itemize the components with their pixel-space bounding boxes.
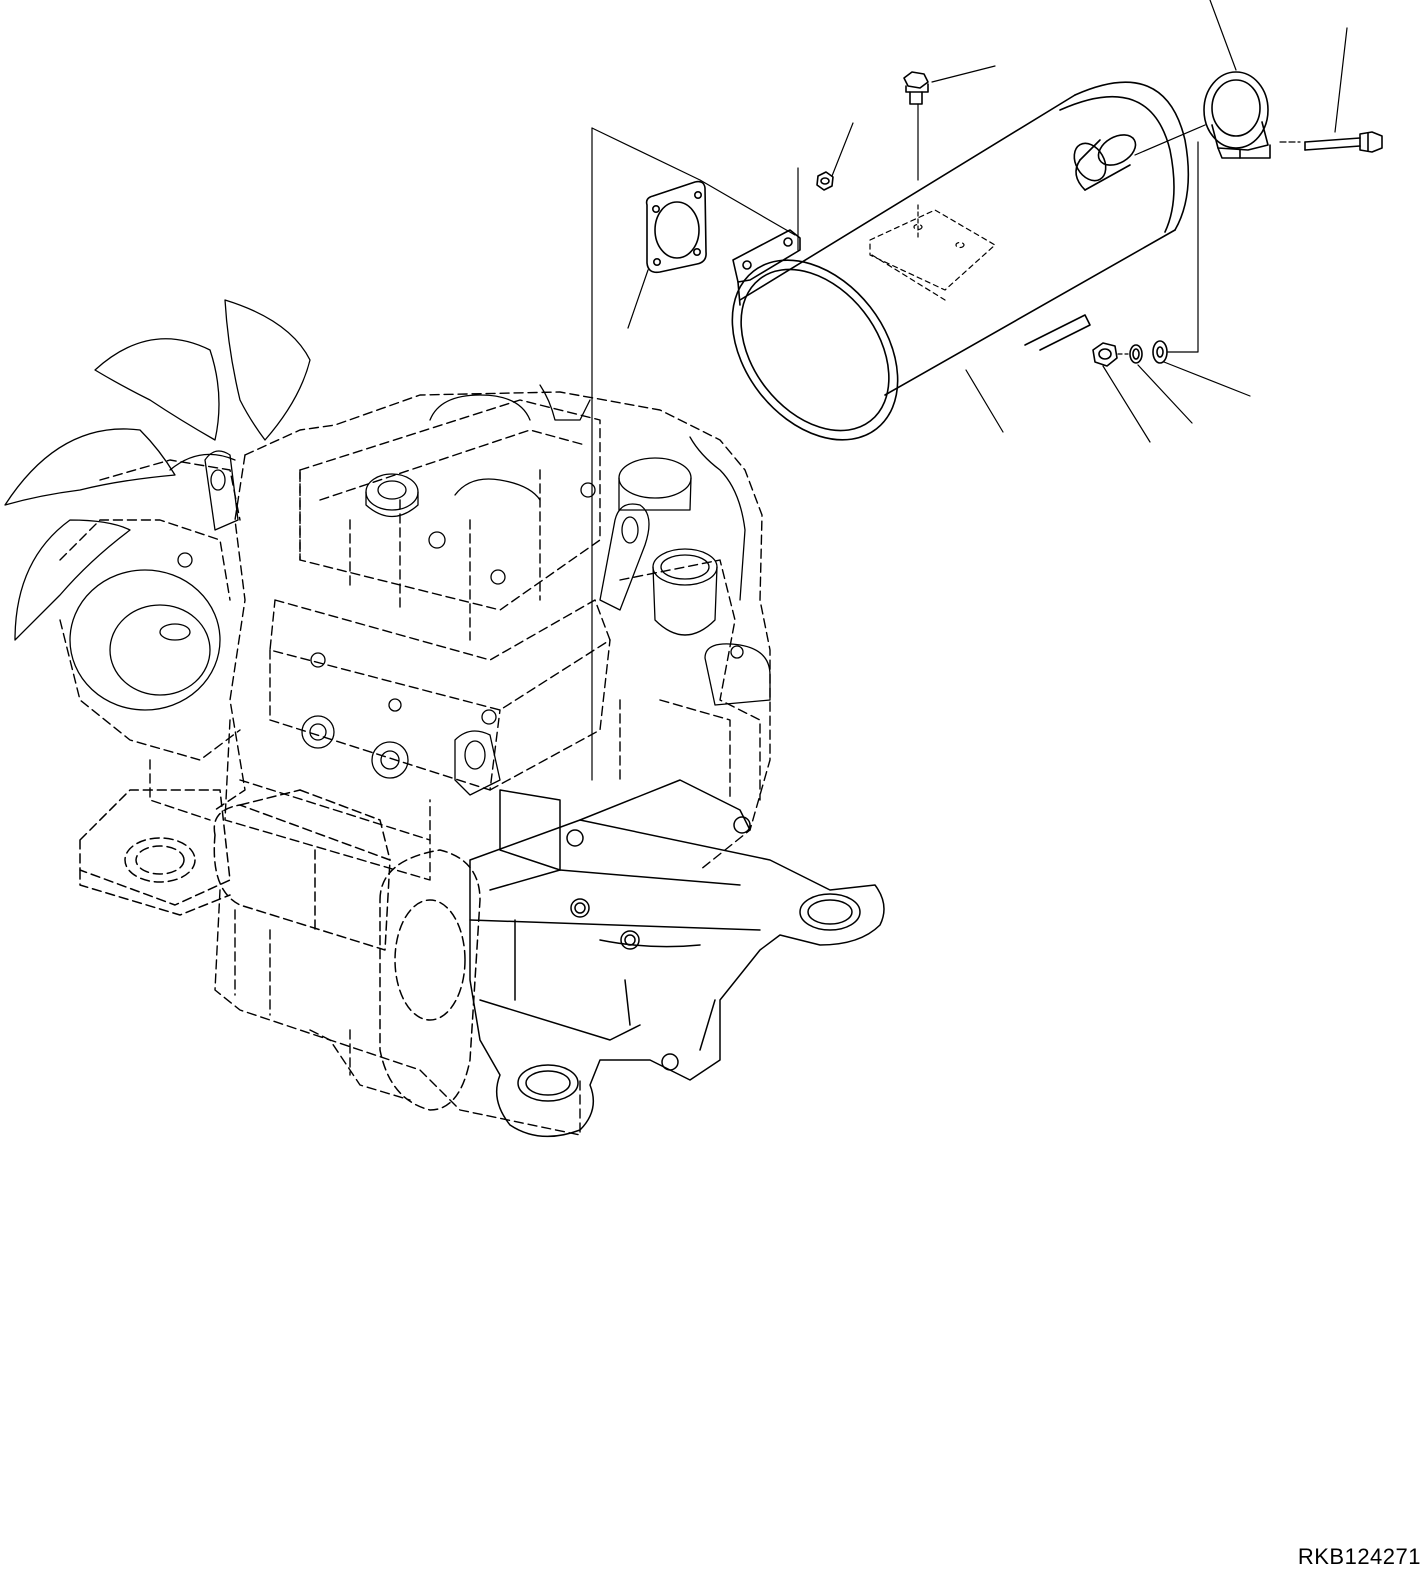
mounting-frame	[79, 779, 885, 1138]
nut-small	[816, 171, 834, 191]
engine-details	[4, 299, 771, 796]
engine-assembly	[59, 391, 771, 1136]
clamp-bolt	[1304, 131, 1383, 153]
cooling-fan	[4, 299, 311, 641]
drawing-reference-code: RKB124271	[1297, 1544, 1421, 1569]
hex-nut	[1092, 342, 1118, 367]
flat-washer	[1152, 340, 1168, 364]
exhaust-clamp	[1203, 71, 1271, 159]
gasket	[645, 180, 707, 274]
flange-bolt	[903, 71, 929, 105]
muffler	[731, 81, 1190, 441]
leader-lines	[591, 0, 1348, 781]
spring-washer	[1129, 344, 1143, 364]
